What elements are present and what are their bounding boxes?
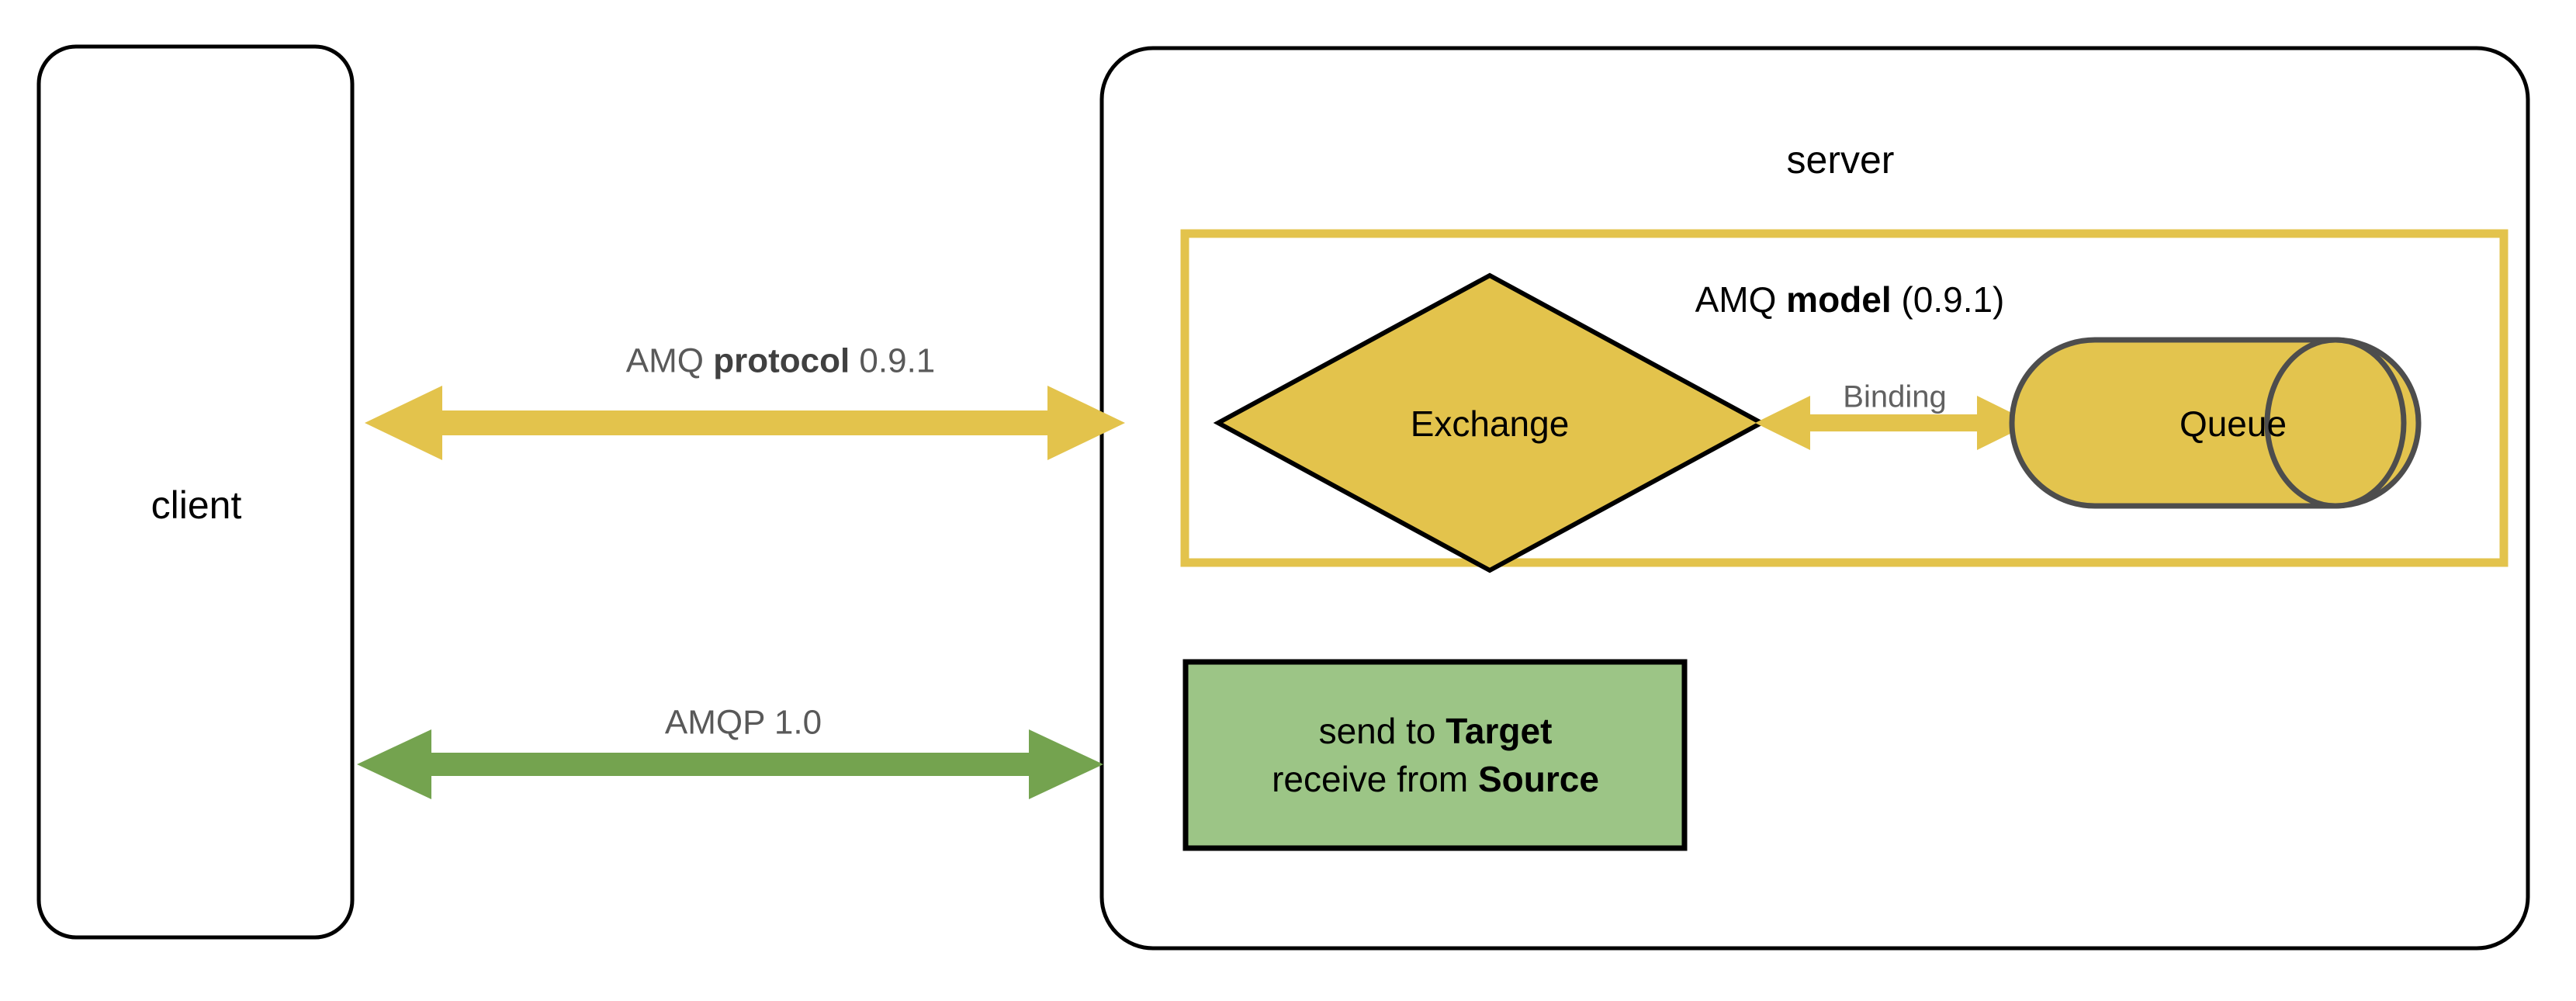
amq-protocol-arrow[interactable]	[365, 386, 1125, 460]
amq-model-label: AMQ model (0.9.1)	[1695, 279, 2005, 320]
exchange-diamond[interactable]	[1213, 272, 1767, 573]
amqp10-semantics-line1-bold: Target	[1446, 710, 1553, 751]
amqp10-semantics-line2: receive from Source	[1272, 755, 1599, 803]
amqp10-semantics-line1: send to Target	[1272, 707, 1599, 755]
amqp10-semantics-text: send to Target receive from Source	[1272, 707, 1599, 803]
amqp-10-label: AMQP 1.0	[665, 703, 822, 741]
amqp10-semantics-line2-prefix: receive from	[1272, 759, 1478, 799]
amqp10-semantics-box[interactable]	[1182, 659, 1688, 851]
amq-protocol-label-prefix: AMQ	[625, 341, 714, 380]
amqp-10-arrow[interactable]	[357, 729, 1103, 799]
amq-model-label-prefix: AMQ	[1695, 279, 1787, 320]
queue-label: Queue	[2179, 404, 2287, 445]
amqp-10-label-prefix: AMQP 1.0	[664, 703, 822, 742]
amqp10-semantics-line2-bold: Source	[1477, 759, 1599, 799]
amq-protocol-label-bold: protocol	[713, 341, 850, 380]
client-label: client	[151, 483, 242, 527]
amqp10-semantics-line1-prefix: send to	[1318, 710, 1446, 751]
server-label: server	[1786, 138, 1895, 182]
exchange-label: Exchange	[1410, 404, 1570, 445]
binding-arrow[interactable]	[1755, 396, 2032, 450]
amq-protocol-label: AMQ protocol 0.9.1	[626, 341, 936, 379]
amq-protocol-label-suffix: 0.9.1	[850, 341, 936, 380]
queue-cylinder[interactable]	[2009, 337, 2422, 509]
client-box[interactable]	[36, 44, 355, 940]
amq-model-label-bold: model	[1786, 279, 1892, 320]
binding-label: Binding	[1843, 379, 1947, 414]
amq-model-label-suffix: (0.9.1)	[1891, 279, 2005, 320]
